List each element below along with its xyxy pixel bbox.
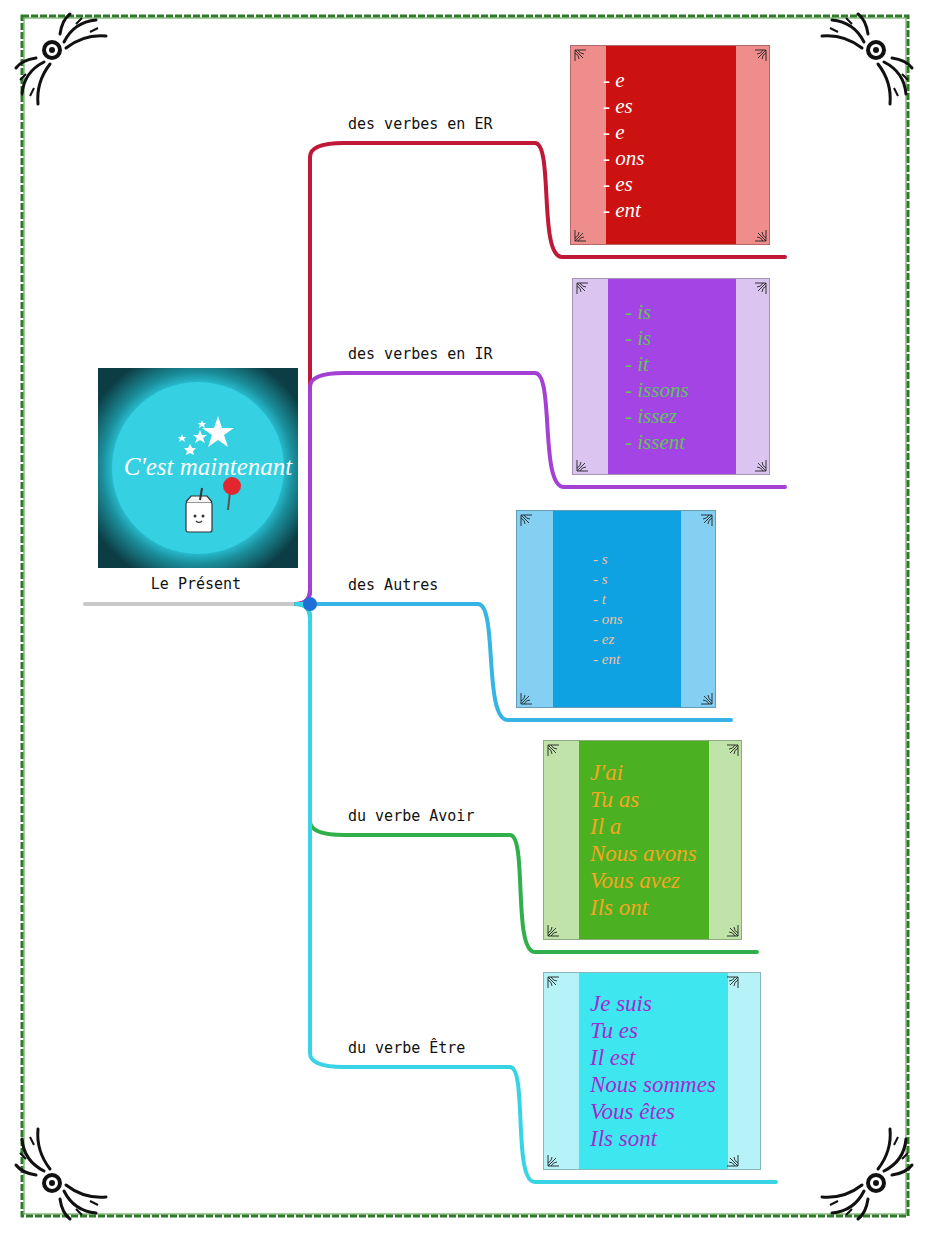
corner-flourish [574, 228, 588, 242]
ending-list: - s- s- t- ons- ez- ent [517, 511, 715, 707]
ending-line: - it [625, 351, 649, 377]
ending-list: Je suisTu esIl estNous sommesVous êtesIl… [544, 973, 760, 1169]
corner-flourish [520, 691, 534, 705]
ending-box: - is- is- it- issons- issez- issent [572, 278, 770, 475]
corner-flourish [576, 458, 590, 472]
ending-box: - e- es- e- ons- es- ent [570, 45, 770, 245]
topic-label: Le Présent [88, 575, 304, 593]
branch-label: des verbes en ER [346, 115, 495, 133]
ending-line: - s [593, 569, 608, 589]
conjugation-line: Je suis [590, 990, 652, 1017]
conjugation-line: Nous sommes [590, 1071, 716, 1098]
ending-box: Je suisTu esIl estNous sommesVous êtesIl… [543, 972, 761, 1170]
conjugation-line: Tu as [590, 786, 639, 813]
corner-flourish [699, 691, 713, 705]
conjugation-line: Vous êtes [590, 1098, 675, 1125]
central-topic: C'est maintenant Le Présent [88, 368, 304, 598]
ending-line: - es [603, 93, 633, 119]
conjugation-line: Ils sont [590, 1125, 657, 1152]
ending-line: - ent [593, 649, 620, 669]
conjugation-line: Vous avez [590, 867, 680, 894]
ending-list: - is- is- it- issons- issez- issent [573, 279, 769, 474]
branch-label: des verbes en IR [346, 345, 495, 363]
conjugation-line: Ils ont [590, 894, 648, 921]
ending-line: - es [603, 171, 633, 197]
ending-line: - ons [593, 609, 623, 629]
hub-dot [303, 597, 317, 611]
branch-label: du verbe Avoir [346, 807, 476, 825]
corner-flourish [725, 1153, 739, 1167]
corner-flourish [753, 49, 767, 63]
corner-flourish [725, 923, 739, 937]
ending-line: - e [603, 67, 625, 93]
corner-flourish [520, 514, 534, 528]
corner-flourish [576, 282, 590, 296]
conjugation-line: Il a [590, 813, 621, 840]
corner-flourish [574, 49, 588, 63]
ending-line: - ez [593, 629, 614, 649]
ending-line: - e [603, 119, 625, 145]
conjugation-line: Tu es [590, 1017, 638, 1044]
ending-line: - ons [603, 145, 644, 171]
ending-line: - issons [625, 377, 689, 403]
topic-title: C'est maintenant [116, 453, 300, 481]
ending-line: - s [593, 549, 608, 569]
ending-line: - t [593, 589, 606, 609]
corner-flourish [699, 514, 713, 528]
branch-label: des Autres [346, 576, 440, 594]
corner-flourish [547, 976, 561, 990]
ending-list: - e- es- e- ons- es- ent [571, 46, 769, 244]
corner-flourish [547, 923, 561, 937]
corner-flourish [753, 282, 767, 296]
ending-box: - s- s- t- ons- ez- ent [516, 510, 716, 708]
corner-flourish [547, 744, 561, 758]
ending-line: - ent [603, 197, 641, 223]
ending-line: - issent [625, 429, 685, 455]
ending-box: J'aiTu asIl aNous avonsVous avezIls ont [543, 740, 742, 940]
topic-illustration: C'est maintenant [98, 368, 298, 568]
ending-line: - is [625, 325, 651, 351]
corner-flourish [725, 744, 739, 758]
conjugation-line: Nous avons [590, 840, 697, 867]
corner-flourish [547, 1153, 561, 1167]
ending-line: - issez [625, 403, 677, 429]
ending-list: J'aiTu asIl aNous avonsVous avezIls ont [544, 741, 741, 939]
conjugation-line: Il est [590, 1044, 635, 1071]
conjugation-line: J'ai [590, 759, 623, 786]
corner-flourish [725, 976, 739, 990]
branch-label: du verbe Être [346, 1039, 467, 1057]
corner-flourish [753, 228, 767, 242]
corner-flourish [753, 458, 767, 472]
box-strip [553, 511, 681, 707]
ending-line: - is [625, 299, 651, 325]
